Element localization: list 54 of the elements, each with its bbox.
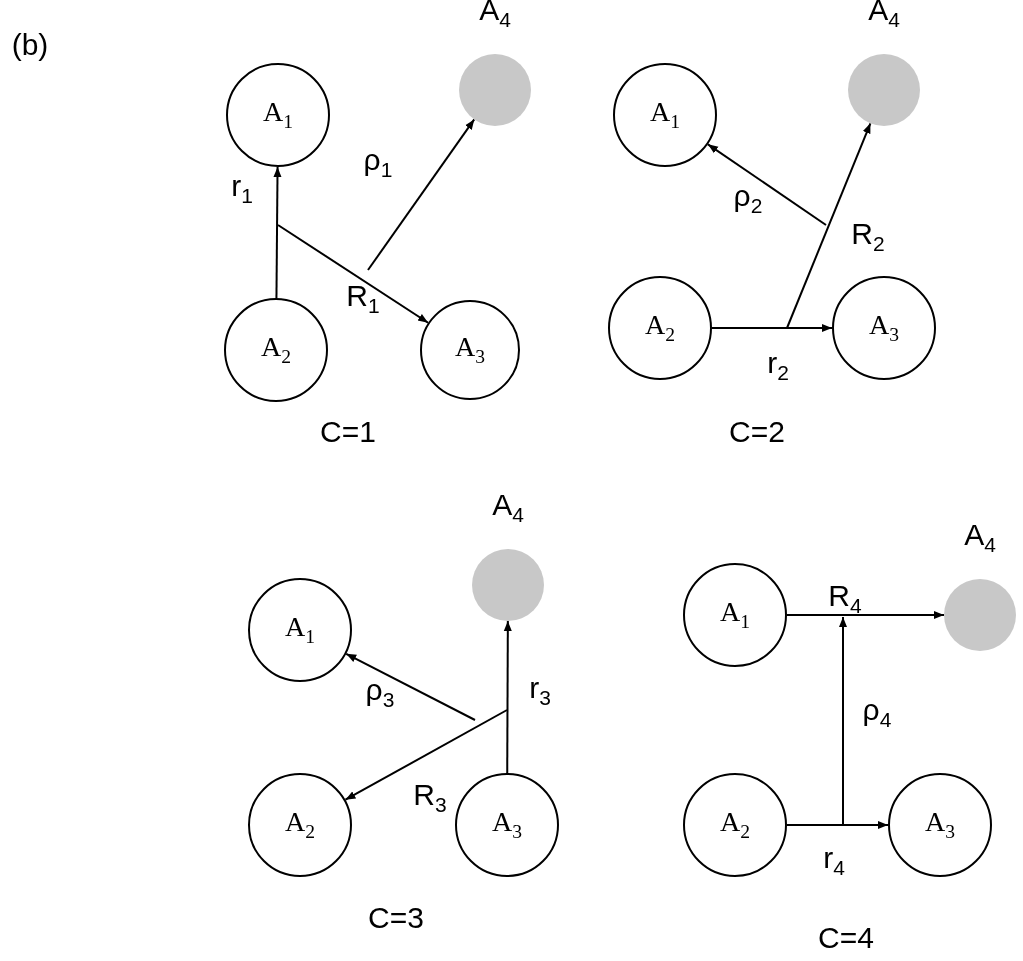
particle-label: A$_{3}$ — [925, 808, 955, 842]
particle-label: A$_{3}$ — [455, 333, 485, 367]
particle-circle — [248, 578, 352, 682]
case-caption: C=1 — [320, 417, 376, 447]
vector-label: ρ$_{2}$ — [733, 180, 763, 216]
vector-arrow — [273, 166, 282, 299]
particle-circle — [608, 276, 712, 380]
particle-label: A$_{2}$ — [285, 808, 315, 842]
particle-label: A$_{4}$ — [964, 519, 996, 555]
particle-label: A$_{1}$ — [285, 613, 315, 647]
vector-label: ρ$_{4}$ — [862, 694, 892, 730]
vector-label: ρ$_{3}$ — [365, 674, 395, 710]
particle-circle — [683, 563, 787, 667]
particle-label: A$_{3}$ — [492, 808, 522, 842]
particle-circle — [683, 773, 787, 877]
vector-arrow — [277, 224, 430, 324]
vector-label: R$_{3}$ — [413, 779, 447, 815]
vector-label: r$_{1}$ — [231, 170, 253, 206]
panel-letter: (b) — [11, 30, 49, 60]
particle-label: A$_{4}$ — [492, 489, 524, 525]
vector-arrow — [786, 611, 945, 619]
vector-arrow — [786, 122, 872, 329]
vector-arrow — [503, 620, 512, 774]
vector-arrow — [711, 324, 833, 332]
vector-arrow — [706, 143, 827, 226]
particle-label: A$_{1}$ — [650, 98, 680, 132]
particle-circle — [455, 773, 559, 877]
particle-circle — [420, 300, 520, 400]
particle-circle — [226, 63, 330, 167]
case-caption: C=2 — [729, 417, 785, 447]
vector-arrow — [344, 709, 508, 801]
vector-label: r$_{3}$ — [529, 672, 551, 708]
particle-label: A$_{3}$ — [869, 311, 899, 345]
vector-arrow — [367, 118, 476, 271]
particle-circle — [224, 298, 328, 402]
particle-label: A$_{2}$ — [261, 333, 291, 367]
vector-label: r$_{2}$ — [767, 347, 789, 383]
particle-label: A$_{1}$ — [263, 98, 293, 132]
vector-label: R$_{1}$ — [346, 280, 380, 316]
particle-circle — [248, 773, 352, 877]
vector-label: R$_{4}$ — [828, 580, 862, 616]
vector-label: R$_{2}$ — [851, 218, 885, 254]
particle-circle — [613, 63, 717, 167]
vector-label: ρ$_{1}$ — [363, 144, 393, 180]
case-caption: C=3 — [368, 903, 424, 933]
particle-circle — [832, 276, 936, 380]
particle-label: A$_{1}$ — [720, 598, 750, 632]
vector-arrow — [345, 652, 476, 721]
vector-label: r$_{4}$ — [823, 842, 845, 878]
case-caption: C=4 — [818, 923, 874, 953]
vector-arrow — [786, 821, 889, 829]
particle-label: A$_{2}$ — [645, 311, 675, 345]
particle-label: A$_{2}$ — [720, 808, 750, 842]
particle-circle — [888, 773, 992, 877]
